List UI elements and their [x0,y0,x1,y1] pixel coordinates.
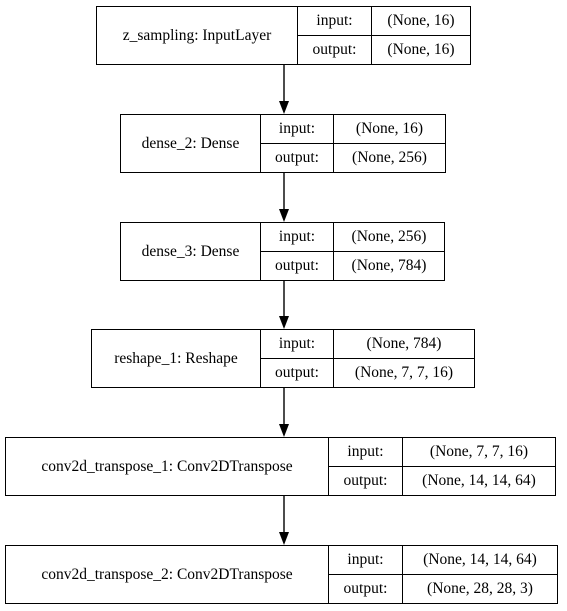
io-labels: input: output: [261,330,334,387]
layer-node-conv2d-transpose-2: conv2d_transpose_2: Conv2DTranspose inpu… [5,545,558,604]
output-label: output: [329,574,402,603]
arrow-reshape-1-to-conv2d-transpose-1 [279,388,289,437]
input-label: input: [278,335,316,352]
layer-name: dense_2: Dense [121,115,261,172]
output-shape: (None, 16) [372,35,470,64]
io-labels: input: output: [329,546,403,603]
io-labels: input: output: [261,115,334,172]
layer-node-dense-2: dense_2: Dense input: output: (None, 16)… [120,114,446,173]
io-shapes: (None, 256) (None, 784) [334,223,444,280]
layer-node-reshape-1: reshape_1: Reshape input: output: (None,… [91,329,475,388]
input-shape: (None, 784) [366,335,442,352]
layer-node-dense-3: dense_3: Dense input: output: (None, 256… [120,222,445,281]
layer-node-conv2d-transpose-1: conv2d_transpose_1: Conv2DTranspose inpu… [5,437,556,496]
output-shape: (None, 256) [334,143,445,172]
layer-name: conv2d_transpose_1: Conv2DTranspose [6,438,329,495]
io-shapes: (None, 16) (None, 16) [372,7,470,64]
layer-name: dense_3: Dense [121,223,261,280]
output-shape: (None, 7, 7, 16) [334,358,474,387]
output-shape: (None, 28, 28, 3) [403,574,557,603]
layer-name: conv2d_transpose_2: Conv2DTranspose [6,546,329,603]
input-shape: (None, 16) [355,120,424,137]
input-label: input: [316,12,353,29]
arrow-z-sampling-to-dense-2 [279,65,289,114]
input-shape: (None, 7, 7, 16) [429,443,529,460]
io-shapes: (None, 14, 14, 64) (None, 28, 28, 3) [403,546,557,603]
layer-name: reshape_1: Reshape [92,330,261,387]
output-label: output: [298,35,371,64]
io-labels: input: output: [329,438,403,495]
layer-name: z_sampling: InputLayer [97,7,298,64]
output-label: output: [261,143,333,172]
output-shape: (None, 784) [334,251,444,280]
io-labels: input: output: [261,223,334,280]
io-shapes: (None, 784) (None, 7, 7, 16) [334,330,474,387]
output-label: output: [329,466,402,495]
output-shape: (None, 14, 14, 64) [403,466,555,495]
arrow-dense-3-to-reshape-1 [279,281,289,329]
arrow-conv2d-transpose-1-to-conv2d-transpose-2 [279,496,289,545]
layer-node-z-sampling: z_sampling: InputLayer input: output: (N… [96,6,471,65]
io-labels: input: output: [298,7,372,64]
input-label: input: [278,228,316,245]
input-label: input: [347,551,384,568]
io-shapes: (None, 16) (None, 256) [334,115,445,172]
input-shape: (None, 256) [351,228,427,245]
input-label: input: [278,120,316,137]
input-shape: (None, 14, 14, 64) [423,551,537,568]
output-label: output: [261,251,333,280]
output-label: output: [261,358,333,387]
input-label: input: [347,443,384,460]
input-shape: (None, 16) [387,12,455,29]
io-shapes: (None, 7, 7, 16) (None, 14, 14, 64) [403,438,555,495]
arrow-dense-2-to-dense-3 [279,173,289,222]
